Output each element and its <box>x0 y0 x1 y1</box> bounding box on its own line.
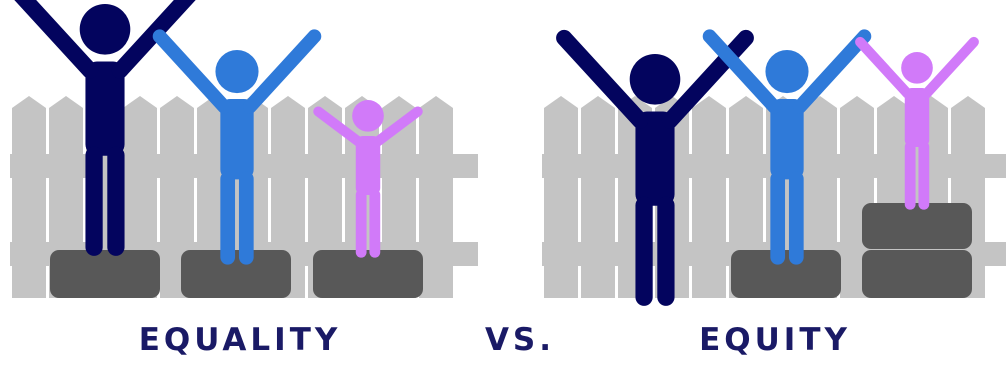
head <box>901 52 933 84</box>
right-arm <box>926 42 974 94</box>
versus-label: VS. <box>465 318 575 362</box>
left-leg <box>85 147 102 256</box>
equity-panel <box>542 36 1006 306</box>
head <box>765 50 808 93</box>
left-leg <box>356 189 367 257</box>
head <box>80 4 131 55</box>
right-arm <box>250 36 315 107</box>
boxes-group <box>50 250 423 298</box>
left-arm <box>14 0 90 71</box>
box-icon <box>862 250 972 298</box>
fence-picket <box>692 96 726 298</box>
right-arm <box>800 36 865 107</box>
equality-label: EQUALITY <box>105 318 375 362</box>
left-leg <box>220 172 235 265</box>
box-icon <box>862 203 972 249</box>
head <box>630 54 681 105</box>
right-leg <box>918 141 929 209</box>
fence-picket <box>419 96 453 298</box>
left-leg <box>770 172 785 265</box>
right-leg <box>789 172 804 265</box>
box-icon <box>50 250 160 298</box>
right-leg <box>239 172 254 265</box>
head <box>215 50 258 93</box>
right-leg <box>657 197 674 306</box>
equity-label: EQUITY <box>660 318 890 362</box>
box-icon <box>313 250 423 298</box>
box-icon <box>181 250 291 298</box>
left-leg <box>905 141 916 209</box>
left-leg <box>635 197 652 306</box>
equality-panel <box>10 0 478 298</box>
fence-picket <box>544 96 578 298</box>
head <box>352 100 384 132</box>
fence-picket <box>12 96 46 298</box>
left-arm <box>860 42 908 94</box>
right-leg <box>107 147 124 256</box>
left-arm <box>160 36 225 107</box>
fence-picket <box>581 96 615 298</box>
right-leg <box>369 189 380 257</box>
box-icon <box>731 250 841 298</box>
